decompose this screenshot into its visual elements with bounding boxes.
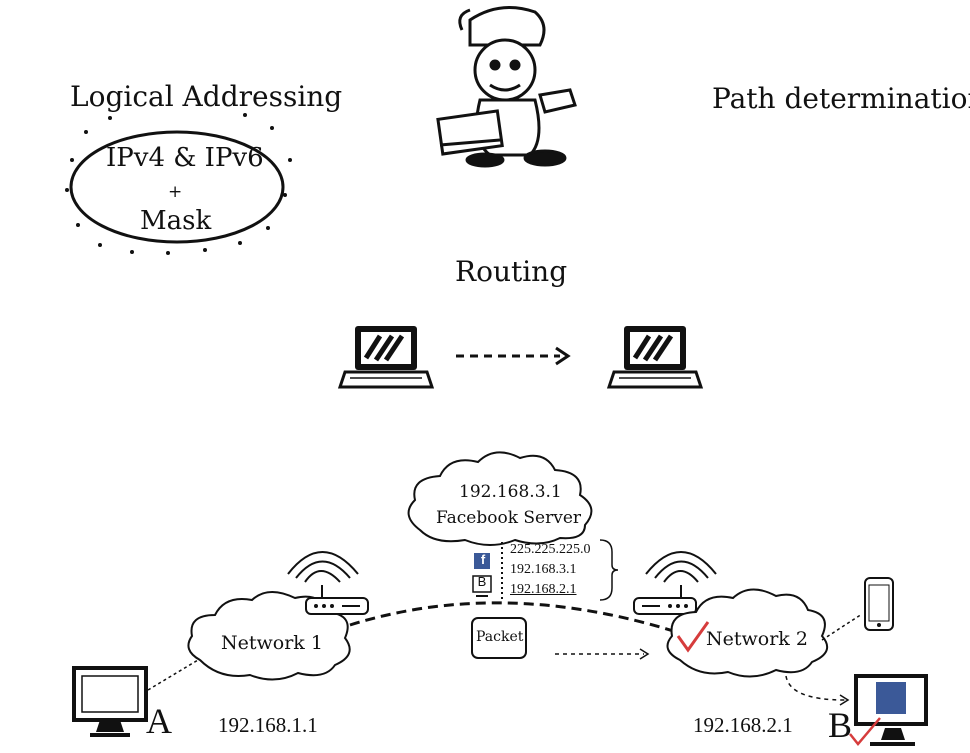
b-monitor-icon [472,575,492,593]
monitor-a-icon [72,666,148,737]
routing-brace [599,539,619,601]
facebook-badge-text: f [480,552,486,567]
routing-arrow [456,346,571,366]
packet-box [471,617,527,659]
host-a-label: A [146,701,172,741]
network2-ip: 192.168.2.1 [693,713,793,737]
router2-icon [633,551,717,615]
delivery-arrow [785,675,850,706]
route-entry: 192.168.3.1 [510,562,577,577]
plus-label: + [168,182,183,202]
monitor-b-icon [854,674,928,746]
logical-addressing-ellipse [69,130,285,244]
router1-icon [287,551,369,615]
logical-addressing-dots [65,113,292,255]
network2-label: Network 2 [706,628,808,650]
packet-label: Packet [476,629,524,645]
ip-versions-label: IPv4 & IPv6 [106,143,264,173]
host-b-label: B [828,705,853,745]
path-line [349,601,696,640]
packet-arrow [555,648,650,660]
link-a [147,659,199,691]
route-entry: 225.225.225.0 [510,542,591,557]
check-icon [676,621,710,653]
check-b-icon [849,717,881,746]
routing-title: Routing [455,255,568,288]
server-ip: 192.168.3.1 [459,482,562,502]
network2-cloud [666,588,829,678]
phone-icon [864,577,894,631]
mask-label: Mask [140,206,212,236]
server-name: Facebook Server [436,508,582,528]
server-cloud [407,451,593,546]
repairman-illustration [436,6,577,168]
network1-label: Network 1 [221,632,323,654]
link-phone [821,613,863,641]
route-entry: 192.168.2.1 [510,582,577,597]
laptop-icon [337,326,435,389]
network1-ip: 192.168.1.1 [218,713,318,737]
facebook-badge-icon [474,553,490,569]
path-determination-title: Path determination [712,82,970,115]
b-badge-text: B [477,574,487,589]
logical-addressing-title: Logical Addressing [70,80,343,113]
laptop-icon [606,326,704,389]
